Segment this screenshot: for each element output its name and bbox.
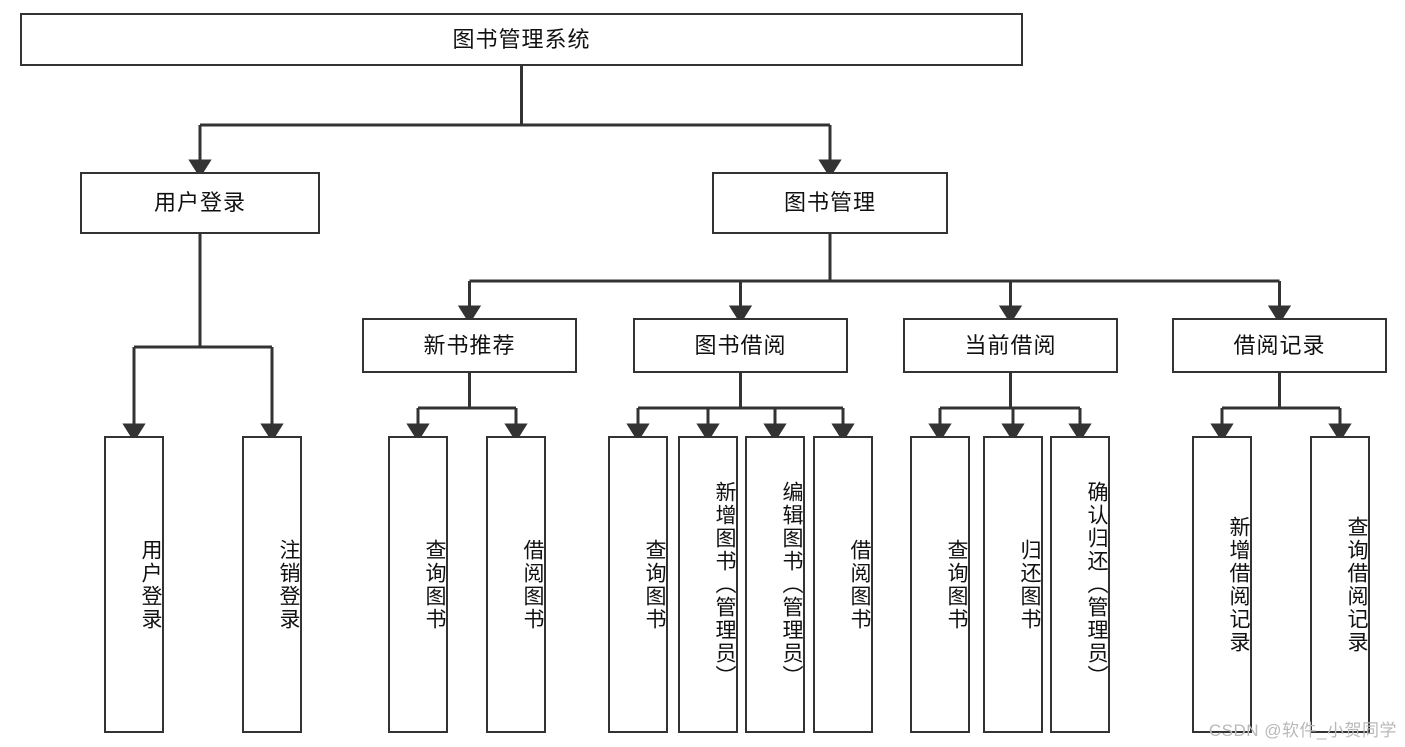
node-leaf-confirm-return[interactable]: 确认归还（管理员）: [1050, 436, 1110, 733]
node-leaf-add-book[interactable]: 新增图书（管理员）: [678, 436, 738, 733]
node-user-login[interactable]: 用户登录: [80, 172, 320, 234]
node-leaf-borrow-book-b[interactable]: 借阅图书: [813, 436, 873, 733]
node-leaf-user-login[interactable]: 用户登录: [104, 436, 164, 733]
node-leaf-query-book-a[interactable]: 查询图书: [388, 436, 448, 733]
node-leaf-query-book-c[interactable]: 查询图书: [910, 436, 970, 733]
node-book-borrow[interactable]: 图书借阅: [633, 318, 848, 373]
node-leaf-logout[interactable]: 注销登录: [242, 436, 302, 733]
node-current-borrow[interactable]: 当前借阅: [903, 318, 1118, 373]
node-leaf-return-book[interactable]: 归还图书: [983, 436, 1043, 733]
node-borrow-record[interactable]: 借阅记录: [1172, 318, 1387, 373]
node-new-book-recommend[interactable]: 新书推荐: [362, 318, 577, 373]
node-leaf-edit-book[interactable]: 编辑图书（管理员）: [745, 436, 805, 733]
node-root[interactable]: 图书管理系统: [20, 13, 1023, 66]
node-leaf-add-record[interactable]: 新增借阅记录: [1192, 436, 1252, 733]
node-leaf-query-record[interactable]: 查询借阅记录: [1310, 436, 1370, 733]
node-leaf-borrow-book-a[interactable]: 借阅图书: [486, 436, 546, 733]
node-book-manage[interactable]: 图书管理: [712, 172, 948, 234]
node-leaf-query-book-b[interactable]: 查询图书: [608, 436, 668, 733]
